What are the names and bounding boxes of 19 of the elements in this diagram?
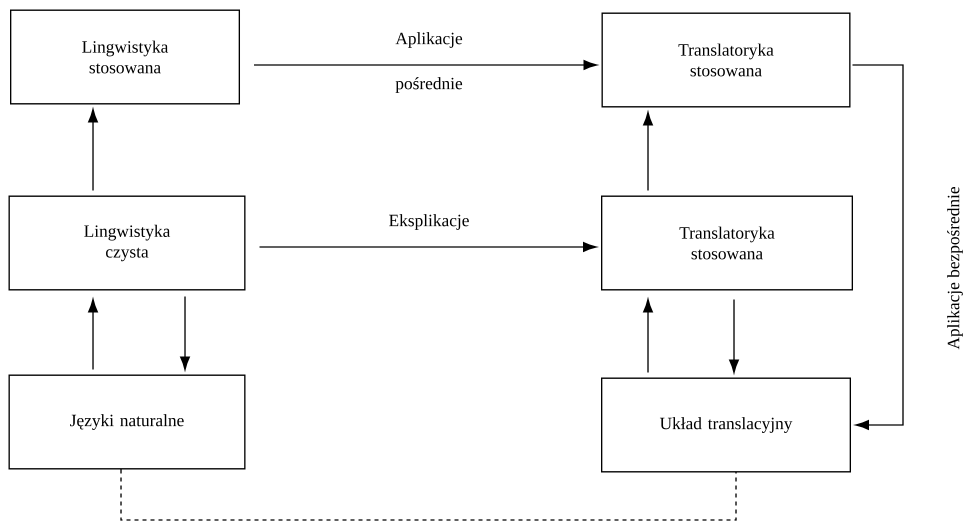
edge-label: Aplikacje bezpośrednie [947,187,963,350]
note-text: pośrednie [396,77,462,93]
arrow [254,60,598,70]
text-box: Języki naturalne [8,374,246,470]
text-box: Lingwistyka stosowana [10,10,240,104]
arrow [643,112,653,190]
arrow [88,298,98,370]
arrow [180,296,190,370]
text-box: Układ translacyjny [601,377,851,472]
edge-label: Aplikacje [395,32,462,48]
text-box: Translatoryka stosowana [601,195,853,290]
edge-label: Eksplikacje [389,214,469,230]
arrow [260,242,597,252]
arrow [88,108,98,190]
arrow [729,300,739,374]
arrow [643,298,653,372]
text-box: Translatoryka stosowana [602,12,850,108]
arrow [852,64,904,430]
text-box: Lingwistyka czysta [8,195,246,290]
